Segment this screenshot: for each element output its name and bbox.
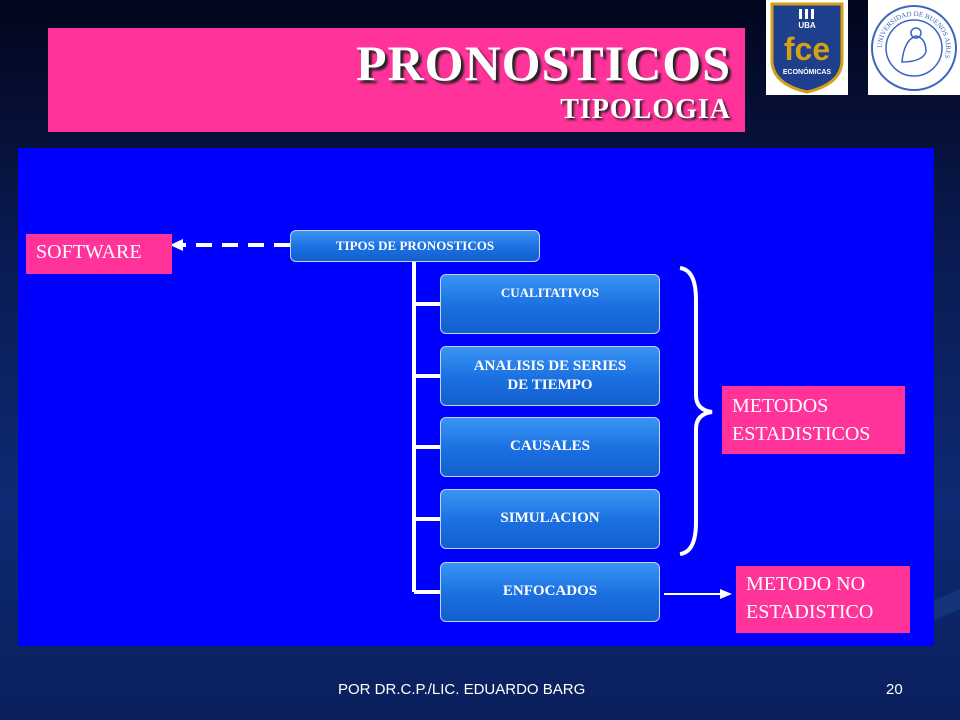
node-cualitativos: CUALITATIVOS — [440, 274, 660, 334]
software-label: SOFTWARE — [26, 234, 172, 274]
metodos-estadisticos-label: METODOS ESTADISTICOS — [722, 386, 905, 454]
footer-author: POR DR.C.P./LIC. EDUARDO BARG — [338, 681, 586, 698]
title-banner: PRONOSTICOS TIPOLOGIA — [48, 28, 745, 132]
root-node: TIPOS DE PRONOSTICOS — [290, 230, 540, 262]
node-simulacion: SIMULACION — [440, 489, 660, 549]
fce-main-text: fce — [784, 31, 830, 67]
footer-page-number: 20 — [886, 681, 903, 698]
software-arrowhead-icon — [170, 239, 183, 251]
node-enfocados: ENFOCADOS — [440, 562, 660, 622]
page-subtitle: TIPOLOGIA — [560, 94, 731, 125]
no-estadistico-arrowhead-icon — [720, 589, 732, 599]
seal-icon: UNIVERSIDAD DE BUENOS AIRES — [871, 5, 957, 91]
page-title: PRONOSTICOS — [356, 35, 731, 91]
fce-shield-icon: UBA fce ECONÓMICAS — [770, 2, 844, 94]
curly-brace-icon — [679, 266, 713, 556]
node-analisis-series-tiempo: ANALISIS DE SERIES DE TIEMPO — [440, 346, 660, 406]
fce-top-text: UBA — [798, 21, 816, 30]
fce-logo: UBA fce ECONÓMICAS — [766, 0, 848, 95]
university-seal-logo: UNIVERSIDAD DE BUENOS AIRES — [868, 0, 960, 95]
fce-bottom-text: ECONÓMICAS — [783, 67, 832, 76]
node-causales: CAUSALES — [440, 417, 660, 477]
metodo-no-estadistico-label: METODO NO ESTADISTICO — [736, 566, 910, 633]
